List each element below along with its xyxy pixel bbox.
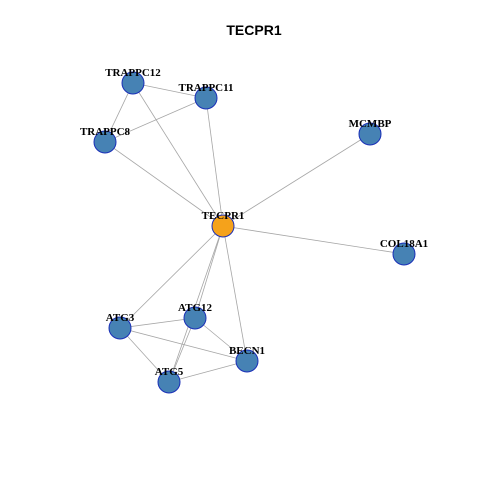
- edge-trappc8-tecpr1: [104, 141, 224, 227]
- edge-trappc12-tecpr1: [132, 82, 224, 227]
- node-label-becn1: BECN1: [229, 345, 265, 357]
- node-label-trappc11: TRAPPC11: [179, 82, 234, 94]
- nodes-layer: [93, 71, 416, 394]
- node-col18a1[interactable]: [392, 242, 416, 266]
- edge-atg5-becn1: [168, 360, 248, 383]
- edge-mcmbp-tecpr1: [222, 133, 371, 227]
- edge-tecpr1-atg5: [168, 225, 224, 383]
- edge-tecpr1-becn1: [222, 225, 248, 362]
- node-label-atg5: ATG5: [155, 366, 184, 378]
- node-label-mcmbp: MCMBP: [349, 118, 392, 130]
- edge-trappc11-tecpr1: [205, 97, 224, 227]
- edge-tecpr1-col18a1: [222, 225, 405, 255]
- node-trappc12[interactable]: [121, 71, 145, 95]
- edge-trappc12-trappc11: [132, 82, 207, 99]
- node-label-atg12: ATG12: [178, 302, 213, 314]
- node-tecpr1[interactable]: [211, 214, 235, 238]
- node-label-trappc12: TRAPPC12: [105, 67, 161, 79]
- node-label-atg3: ATG3: [106, 312, 135, 324]
- edge-atg12-atg5: [168, 317, 196, 383]
- node-becn1[interactable]: [235, 349, 259, 373]
- edges-layer: [104, 82, 405, 383]
- edge-trappc11-trappc8: [104, 97, 207, 143]
- node-trappc11[interactable]: [194, 86, 218, 110]
- edge-atg3-atg5: [119, 327, 170, 383]
- graph-title: TECPR1: [226, 22, 281, 38]
- node-label-tecpr1: TECPR1: [202, 210, 245, 222]
- node-label-col18a1: COL18A1: [380, 238, 428, 250]
- edge-tecpr1-atg12: [194, 225, 224, 319]
- node-atg5[interactable]: [157, 370, 181, 394]
- node-trappc8[interactable]: [93, 130, 117, 154]
- node-label-trappc8: TRAPPC8: [80, 126, 131, 138]
- edge-atg3-becn1: [119, 327, 248, 362]
- edge-tecpr1-atg3: [119, 225, 224, 329]
- edge-atg3-atg12: [119, 317, 196, 329]
- node-mcmbp[interactable]: [358, 122, 382, 146]
- node-atg12[interactable]: [183, 306, 207, 330]
- node-atg3[interactable]: [108, 316, 132, 340]
